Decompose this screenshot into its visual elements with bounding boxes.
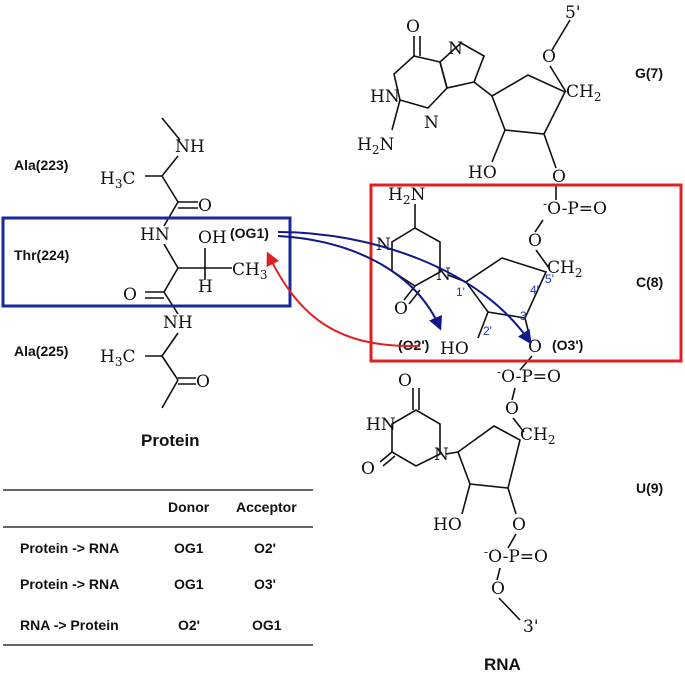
- ribose-g7: [491, 74, 567, 135]
- c8-highlight-box: [369, 183, 683, 363]
- o3-c8: O: [528, 337, 542, 357]
- o5-u9: O: [505, 399, 519, 419]
- nucleotide-u9: U(9): [636, 480, 663, 496]
- methyl-h3c-top: H3C: [100, 169, 135, 191]
- residue-thr224: Thr(224): [14, 247, 69, 263]
- o5-c8: O: [528, 231, 542, 251]
- hbond-arrow-o2p-to-og1: [266, 251, 421, 348]
- table-header-donor: Donor: [168, 499, 210, 515]
- prime-3: 3': [520, 309, 529, 323]
- table-row-1-donor: OG1: [174, 540, 204, 556]
- hydroxyl-oh: OH: [198, 228, 227, 248]
- cytosine-n3: N: [376, 235, 391, 255]
- o-terminal: O: [491, 579, 505, 599]
- hbond-arrow-og1-to-o2p: [277, 235, 442, 331]
- methyl-h3c-bottom: H3C: [100, 347, 135, 369]
- alpha-h: H: [198, 277, 213, 297]
- thr224-highlight-box: [1, 216, 292, 308]
- o3-g7: O: [552, 167, 566, 187]
- atom-o3p-label: (O3'): [552, 337, 583, 353]
- guanine-h2n: H2N: [357, 135, 394, 157]
- cytosine-n1: N: [436, 265, 451, 285]
- o3-u9: O: [512, 515, 526, 535]
- o5-g7: O: [542, 47, 556, 67]
- cytosine-h2n: H2N: [388, 185, 425, 207]
- table-row-1-acceptor: O2': [254, 540, 276, 556]
- hbond-table: Donor Acceptor Protein -> RNA OG1 O2' Pr…: [3, 489, 313, 646]
- guanine-o6: O: [406, 17, 420, 37]
- rna-structure: 5' O CH2 HO O N O HN N H2N -O-P=O O CH2 …: [357, 3, 607, 637]
- table-row-1-direction: Protein -> RNA: [20, 540, 119, 556]
- uracil-n1: N: [434, 445, 449, 465]
- carbonyl-o-top: O: [198, 196, 212, 216]
- ch2-g7: CH2: [566, 82, 601, 104]
- guanine-pyrimidine: [393, 55, 448, 109]
- ho-c8: HO: [440, 339, 469, 359]
- table-row-3-donor: O2': [178, 617, 200, 633]
- table-row-2-donor: OG1: [174, 576, 204, 592]
- nucleotide-c8: C(8): [636, 274, 663, 290]
- atom-og1-label: (OG1): [230, 225, 269, 241]
- uracil-hn3: HN: [366, 415, 396, 435]
- prime-2: 2': [483, 324, 492, 338]
- ribose-c8: [464, 257, 548, 319]
- phosphate-3: -O-P=O: [484, 545, 548, 567]
- five-prime-end: 5': [565, 3, 581, 23]
- ho-g7: HO: [468, 163, 497, 183]
- uracil-o4: O: [398, 371, 412, 391]
- nucleotide-g7: G(7): [635, 65, 663, 81]
- table-header-acceptor: Acceptor: [236, 499, 297, 515]
- uracil-ring: [391, 409, 441, 467]
- table-row-2-acceptor: O3': [254, 576, 276, 592]
- guanine-n3: N: [424, 113, 439, 133]
- residue-ala223: Ala(223): [14, 157, 68, 173]
- carbonyl-o-mid: O: [123, 285, 137, 305]
- prime-5: 5': [545, 272, 554, 286]
- uracil-o2: O: [361, 459, 375, 479]
- protein-caption: Protein: [141, 431, 200, 450]
- guanine-n7: N: [448, 39, 463, 59]
- carbonyl-o-bottom: O: [196, 372, 210, 392]
- rna-caption: RNA: [484, 655, 521, 674]
- phosphate-1: -O-P=O: [543, 197, 607, 219]
- cytosine-o2: O: [394, 299, 408, 319]
- ch2-c8: CH2: [547, 258, 582, 280]
- prime-4: 4': [530, 283, 539, 297]
- table-row-3-acceptor: OG1: [252, 617, 282, 633]
- amide-hn: HN: [140, 225, 170, 245]
- ribose-u9: [457, 425, 521, 489]
- residue-ala225: Ala(225): [14, 343, 68, 359]
- guanine-imidazole: [439, 42, 485, 89]
- table-row-3-direction: RNA -> Protein: [20, 617, 119, 633]
- amine-nh-top: NH: [175, 137, 205, 157]
- three-prime-end: 3': [523, 617, 539, 637]
- ho-u9: HO: [433, 515, 462, 535]
- table-row-2-direction: Protein -> RNA: [20, 576, 119, 592]
- methyl-ch3: CH3: [232, 260, 267, 282]
- phosphate-2: -O-P=O: [497, 365, 561, 387]
- guanine-hn1: HN: [370, 87, 400, 107]
- ch2-u9: CH2: [520, 425, 555, 447]
- protein-structure: NH H3C O HN OH H CH3 O NH H3C O: [100, 117, 267, 409]
- atom-o2p-label: (O2'): [398, 337, 429, 353]
- amide-nh-bottom: NH: [163, 313, 193, 333]
- prime-1: 1': [456, 285, 465, 299]
- hbond-arrow-og1-to-o3p: [277, 231, 532, 345]
